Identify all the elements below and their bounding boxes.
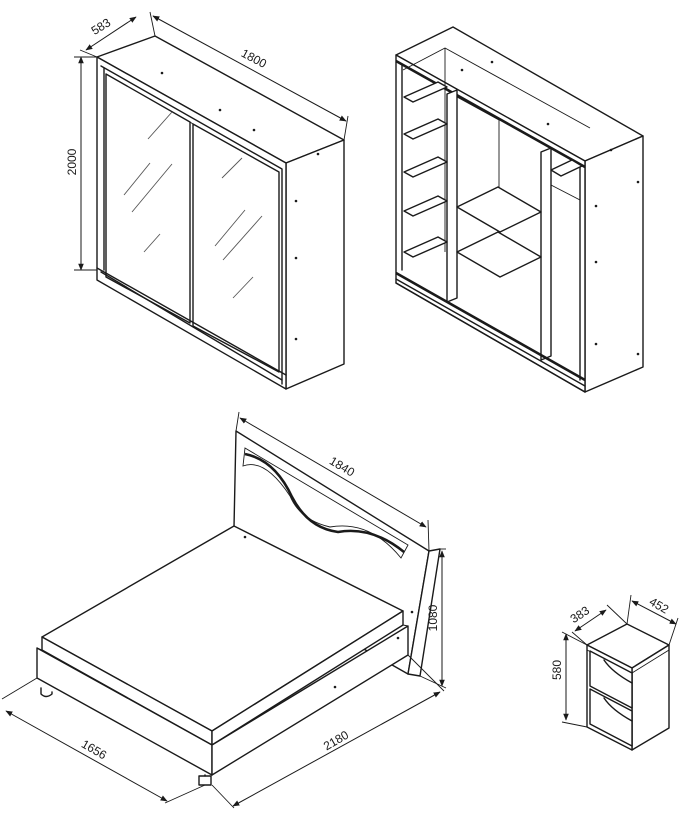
wardrobe-height-label: 2000 [65,148,79,175]
nightstand-width-label: 452 [647,594,672,616]
wardrobe-closed [96,35,345,390]
nightstand-depth-label: 383 [568,603,593,626]
bed-width-label: 1656 [79,737,109,763]
wardrobe-width-label: 1800 [239,46,269,71]
nightstand [586,623,670,751]
wardrobe-open [395,26,644,393]
bed-headboard-width-label: 1840 [327,454,357,480]
nightstand-height-label: 580 [550,660,564,680]
bed [36,430,441,786]
bed-height-label: 1080 [426,604,440,631]
